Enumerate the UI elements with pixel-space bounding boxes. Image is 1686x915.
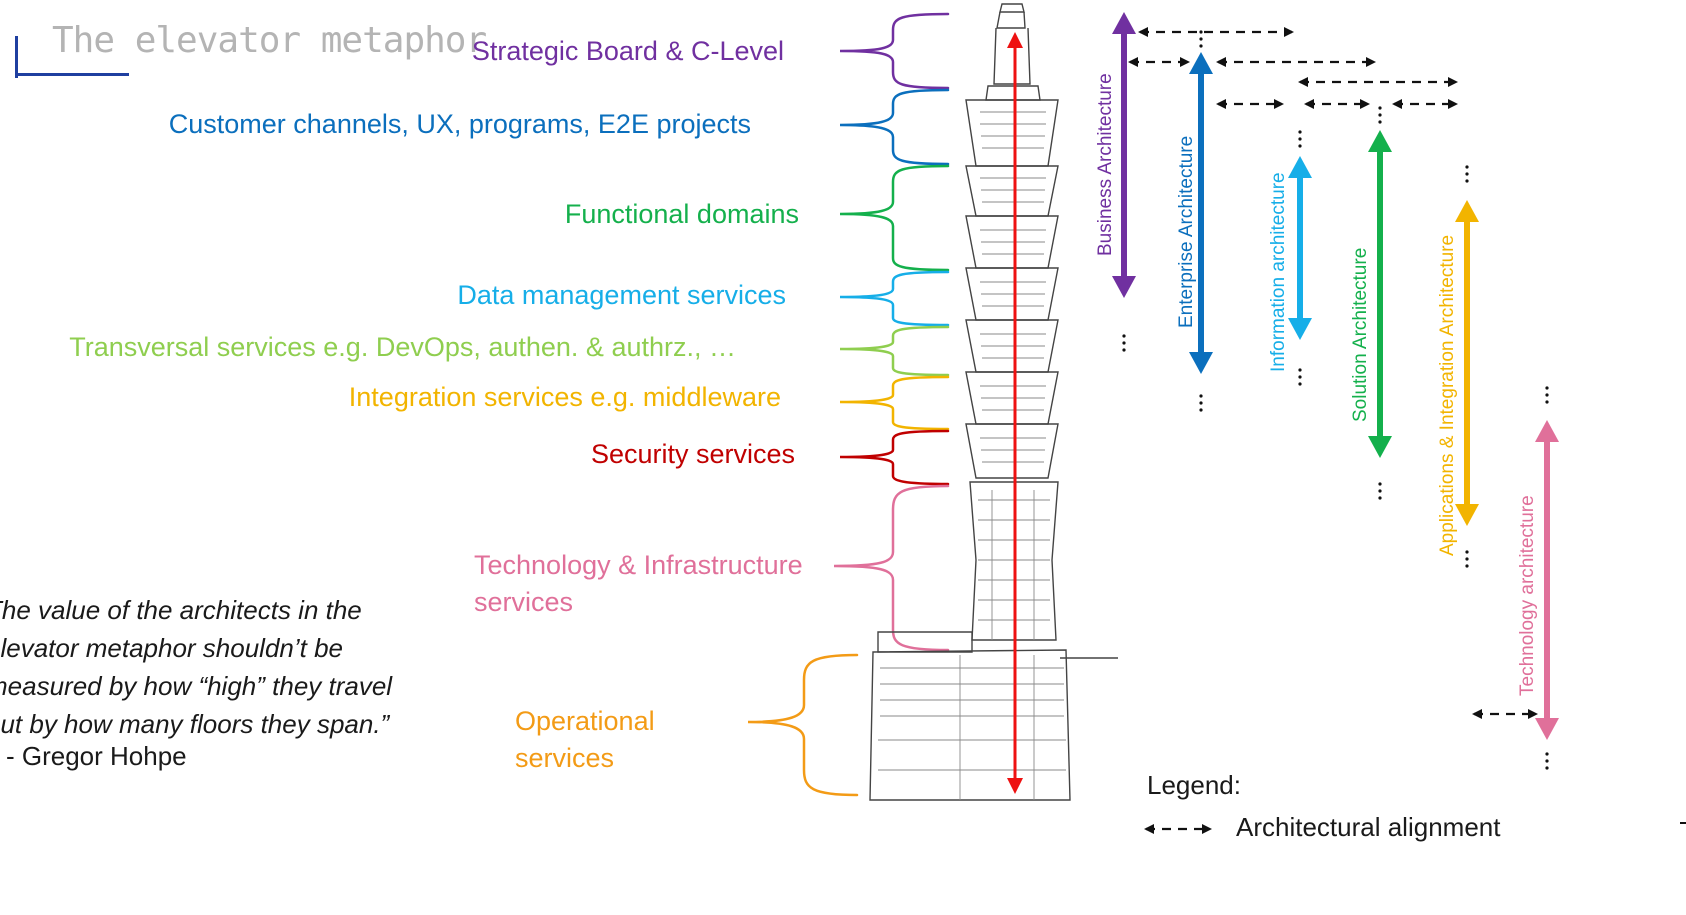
brace-customer bbox=[839, 88, 950, 166]
architecture-arrows bbox=[1112, 12, 1559, 740]
architecture-labels: Business Architecture Enterprise Archite… bbox=[1095, 73, 1538, 696]
dots-solution-top bbox=[1378, 106, 1382, 124]
tower-podium bbox=[869, 649, 1071, 801]
dots-technology-top bbox=[1545, 386, 1549, 404]
brace-transversal bbox=[839, 325, 950, 377]
continuation-dots bbox=[1122, 30, 1549, 770]
dots-enterprise-top bbox=[1199, 30, 1203, 48]
brace-integration bbox=[839, 375, 950, 431]
title-accent-horizontal bbox=[15, 73, 129, 76]
dots-applications-bottom bbox=[1465, 550, 1469, 568]
dots-technology-bottom bbox=[1545, 752, 1549, 770]
alignment-arrows bbox=[1128, 27, 1538, 834]
brace-data bbox=[839, 270, 950, 327]
dots-applications-top bbox=[1465, 165, 1469, 183]
elevator-arrow-head-up bbox=[1007, 32, 1023, 48]
quote-line-3: measured by how “high” they travel bbox=[0, 671, 393, 701]
layer-braces bbox=[747, 12, 950, 797]
label-enterprise-architecture: Enterprise Architecture bbox=[1176, 136, 1197, 328]
tower-segments bbox=[965, 99, 1059, 479]
label-applications-integration-architecture: Applications & Integration Architecture bbox=[1437, 235, 1458, 556]
arrow-information-architecture bbox=[1288, 156, 1312, 340]
arrow-applications-integration-architecture bbox=[1455, 200, 1479, 526]
brace-operational bbox=[747, 653, 859, 797]
brace-security bbox=[839, 429, 950, 486]
arrow-technology-architecture bbox=[1535, 420, 1559, 740]
layer-label-operational-line2: services bbox=[515, 743, 615, 773]
label-information-architecture: Information architecture bbox=[1268, 172, 1289, 372]
legend-item-label: Architectural alignment bbox=[1236, 812, 1501, 842]
layer-label-functional: Functional domains bbox=[564, 199, 799, 229]
layer-label-operational-line1: Operational bbox=[515, 706, 655, 736]
arrow-business-architecture bbox=[1112, 12, 1136, 298]
title-accent-vertical bbox=[15, 36, 18, 78]
tower-antenna-top bbox=[999, 3, 1025, 13]
slide-title: The elevator metaphor bbox=[52, 20, 487, 61]
tower-sketch bbox=[869, 3, 1118, 801]
layer-label-technology: Technology & Infrastructure services bbox=[474, 550, 803, 618]
layer-label-technology-line2: services bbox=[474, 587, 574, 617]
label-business-architecture: Business Architecture bbox=[1095, 73, 1116, 256]
tower-lower-body bbox=[969, 481, 1059, 641]
arrow-enterprise-architecture bbox=[1189, 52, 1213, 374]
tower-annex bbox=[877, 631, 973, 653]
quote-line-4: but by how many floors they span.” bbox=[0, 709, 390, 739]
quote-line-2: elevator metaphor shouldn’t be bbox=[0, 633, 344, 663]
label-solution-architecture: Solution Architecture bbox=[1350, 248, 1371, 422]
layer-label-technology-line1: Technology & Infrastructure bbox=[474, 550, 803, 580]
arrow-solution-architecture bbox=[1368, 130, 1392, 458]
dots-enterprise-bottom bbox=[1199, 394, 1203, 412]
brace-strategic bbox=[839, 12, 950, 90]
layer-label-operational: Operational services bbox=[515, 706, 655, 774]
dots-information-bottom bbox=[1298, 368, 1302, 386]
dots-solution-bottom bbox=[1378, 482, 1382, 500]
tower-crown bbox=[985, 85, 1041, 101]
tower-spire bbox=[993, 27, 1031, 85]
label-technology-architecture: Technology architecture bbox=[1517, 495, 1538, 696]
layer-label-security: Security services bbox=[590, 439, 795, 469]
quote-text: The value of the architects in the eleva… bbox=[0, 591, 392, 743]
legend-title: Legend: bbox=[1147, 770, 1241, 800]
elevator-arrow-head-down bbox=[1007, 778, 1023, 794]
quote-author: - Gregor Hohpe bbox=[6, 741, 187, 771]
tower-antenna-base bbox=[996, 11, 1026, 29]
elevator-arrow bbox=[1007, 32, 1023, 794]
layer-label-customer: Customer channels, UX, programs, E2E pro… bbox=[168, 109, 751, 139]
layer-label-transversal: Transversal services e.g. DevOps, authen… bbox=[69, 332, 736, 362]
layer-label-data: Data management services bbox=[457, 280, 786, 310]
brace-functional bbox=[839, 164, 950, 272]
dots-information-top bbox=[1298, 130, 1302, 148]
layer-label-strategic: Strategic Board & C-Level bbox=[471, 36, 784, 66]
layer-label-integration: Integration services e.g. middleware bbox=[348, 382, 781, 412]
quote-line-1: The value of the architects in the bbox=[0, 595, 362, 625]
brace-technology bbox=[833, 484, 950, 652]
dots-business-bottom bbox=[1122, 334, 1126, 352]
